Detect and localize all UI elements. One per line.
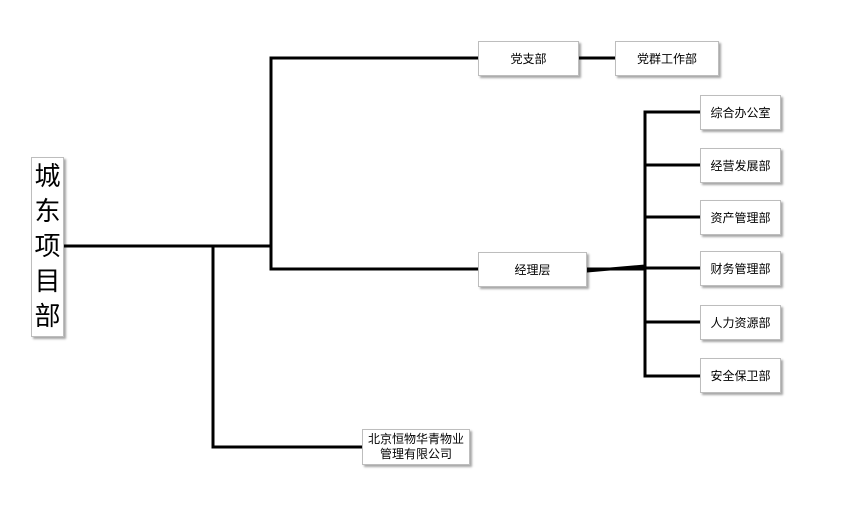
department-label: 财务管理部 bbox=[710, 261, 771, 276]
root-char-2: 东 bbox=[34, 196, 61, 227]
root-char-1: 城 bbox=[34, 161, 61, 192]
node-department-asset-management: 资产管理部 bbox=[700, 200, 781, 235]
root-char-4: 目 bbox=[34, 266, 61, 297]
node-department-general-office: 综合办公室 bbox=[700, 95, 781, 130]
root-char-3: 项 bbox=[34, 231, 61, 262]
root-node-chengdong-project: 城 东 项 目 部 bbox=[31, 157, 64, 337]
node-party-branch: 党支部 bbox=[478, 41, 579, 76]
node-department-business-development: 经营发展部 bbox=[700, 148, 781, 183]
node-department-human-resources: 人力资源部 bbox=[700, 305, 781, 340]
department-label: 综合办公室 bbox=[710, 105, 771, 120]
node-property-company: 北京恒物华青物业 管理有限公司 bbox=[362, 429, 470, 465]
department-label: 安全保卫部 bbox=[710, 368, 771, 383]
node-mass-work-dept: 党群工作部 bbox=[615, 41, 719, 76]
company-name-line-1: 北京恒物华青物业 bbox=[367, 432, 464, 446]
node-mass-work-dept-label: 党群工作部 bbox=[636, 51, 697, 66]
node-management: 经理层 bbox=[478, 252, 587, 287]
node-department-security: 安全保卫部 bbox=[700, 358, 781, 393]
department-label: 人力资源部 bbox=[710, 315, 771, 330]
department-label: 经营发展部 bbox=[710, 158, 771, 173]
node-department-finance: 财务管理部 bbox=[700, 251, 781, 286]
root-char-5: 部 bbox=[34, 301, 61, 332]
department-label: 资产管理部 bbox=[710, 210, 771, 225]
node-party-branch-label: 党支部 bbox=[510, 51, 547, 66]
company-name-line-2: 管理有限公司 bbox=[379, 447, 452, 461]
node-management-label: 经理层 bbox=[514, 262, 551, 277]
connector-management-bus-2 bbox=[585, 264, 647, 273]
